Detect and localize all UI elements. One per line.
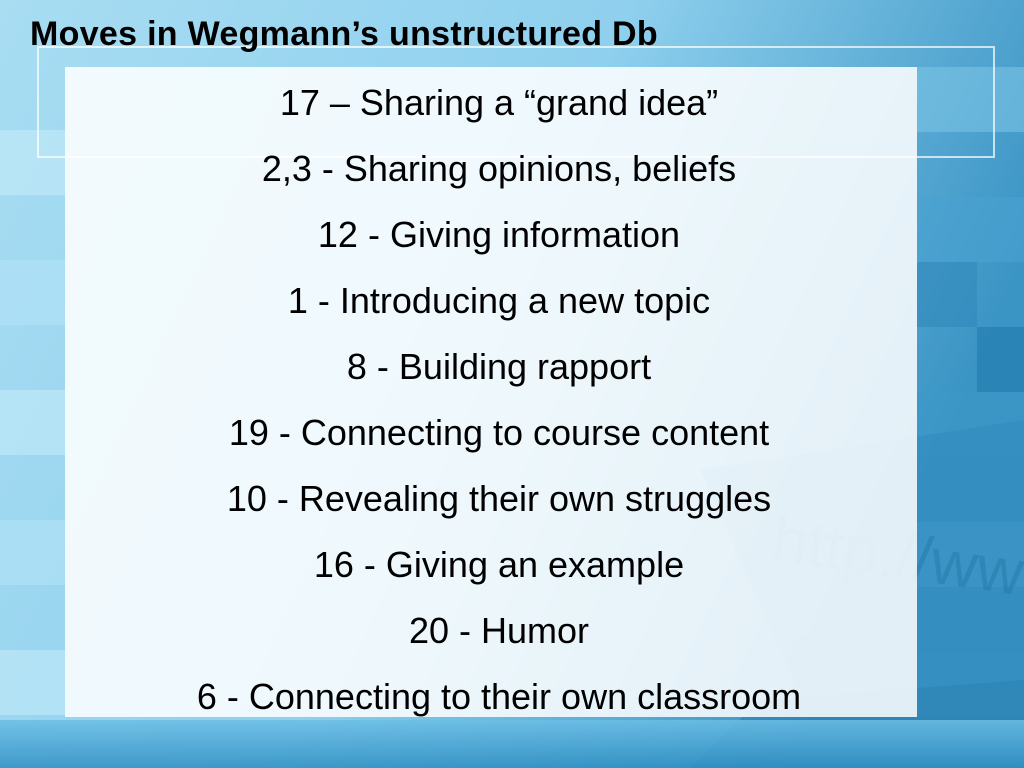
list-item: 6 - Connecting to their own classroom bbox=[196, 676, 802, 717]
content-panel bbox=[65, 67, 917, 717]
list-item: 10 - Revealing their own struggles bbox=[226, 478, 772, 519]
list-item: 16 - Giving an example bbox=[313, 544, 685, 585]
list-item: 8 - Building rapport bbox=[346, 346, 652, 387]
moves-list: 17 – Sharing a “grand idea” 2,3 - Sharin… bbox=[65, 70, 933, 730]
bottom-band bbox=[0, 720, 1024, 768]
list-item: 12 - Giving information bbox=[317, 214, 681, 255]
list-item: 2,3 - Sharing opinions, beliefs bbox=[261, 148, 737, 189]
slide-title: Moves in Wegmann’s unstructured Db bbox=[30, 15, 658, 53]
list-item: 17 – Sharing a “grand idea” bbox=[279, 82, 719, 123]
list-item: 1 - Introducing a new topic bbox=[287, 280, 711, 321]
list-item: 19 - Connecting to course content bbox=[228, 412, 770, 453]
tile-pattern bbox=[0, 67, 1024, 717]
list-item: 20 - Humor bbox=[408, 610, 590, 651]
